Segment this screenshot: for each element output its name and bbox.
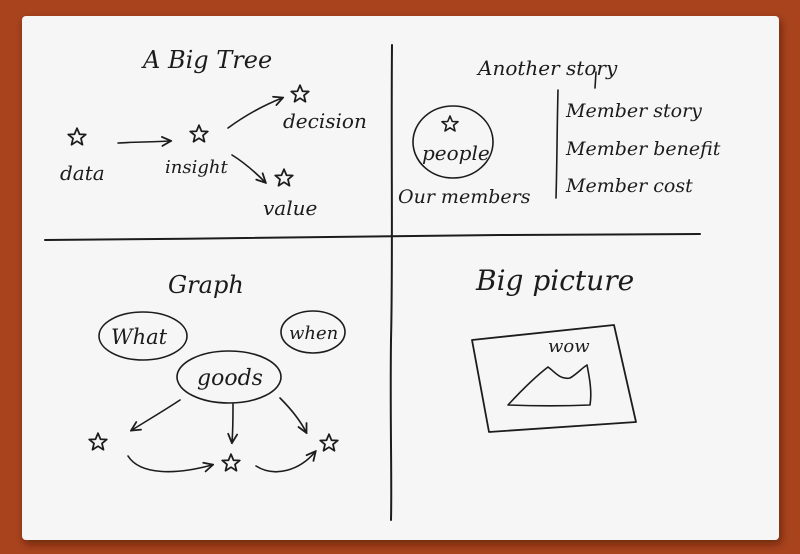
list-separator-line — [555, 89, 559, 199]
insight-to-decision-arrow — [227, 98, 282, 129]
another-story-title: Another story — [476, 56, 618, 80]
vertical-divider — [389, 44, 393, 521]
data-to-insight-arrow — [117, 141, 170, 143]
our-members-caption: Our members — [398, 186, 531, 208]
left-to-center-arrow — [127, 455, 212, 473]
quadrant-graph: Graph What when goods — [88, 271, 346, 473]
when-bubble — [280, 310, 346, 354]
goods-to-center-arrow — [232, 403, 233, 442]
value-label: value — [263, 196, 317, 220]
member-cost-item: Member cost — [565, 175, 693, 197]
data-label: data — [60, 161, 105, 185]
title-tick-mark — [594, 71, 597, 89]
goods-to-left-arrow — [132, 399, 181, 430]
big-picture-title: Big picture — [475, 264, 634, 297]
what-bubble — [98, 311, 188, 361]
goods-label: goods — [197, 366, 263, 391]
quadrant-another-story: Another story people Our members Member … — [398, 56, 721, 208]
what-label: What — [111, 325, 168, 349]
big-tree-title: A Big Tree — [141, 46, 272, 74]
quadrant-big-tree: A Big Tree data insight decision value — [60, 46, 367, 220]
mountain-sketch — [507, 364, 592, 407]
people-label: people — [422, 141, 490, 165]
goods-to-right-arrow — [279, 397, 306, 432]
wow-label: wow — [548, 336, 590, 357]
center-to-right-arrow — [255, 452, 315, 473]
picture-frame — [471, 324, 637, 433]
quadrant-big-picture: Big picture wow — [471, 264, 637, 433]
decision-label: decision — [283, 109, 367, 133]
graph-title: Graph — [168, 271, 244, 299]
when-label: when — [289, 323, 338, 344]
insight-label: insight — [165, 157, 228, 178]
member-story-item: Member story — [565, 100, 702, 122]
paper-sheet — [22, 16, 779, 540]
insight-to-value-arrow — [231, 154, 265, 182]
goods-bubble — [176, 350, 282, 404]
horizontal-divider — [44, 233, 701, 241]
people-circle — [412, 105, 494, 179]
member-benefit-item: Member benefit — [565, 138, 721, 160]
